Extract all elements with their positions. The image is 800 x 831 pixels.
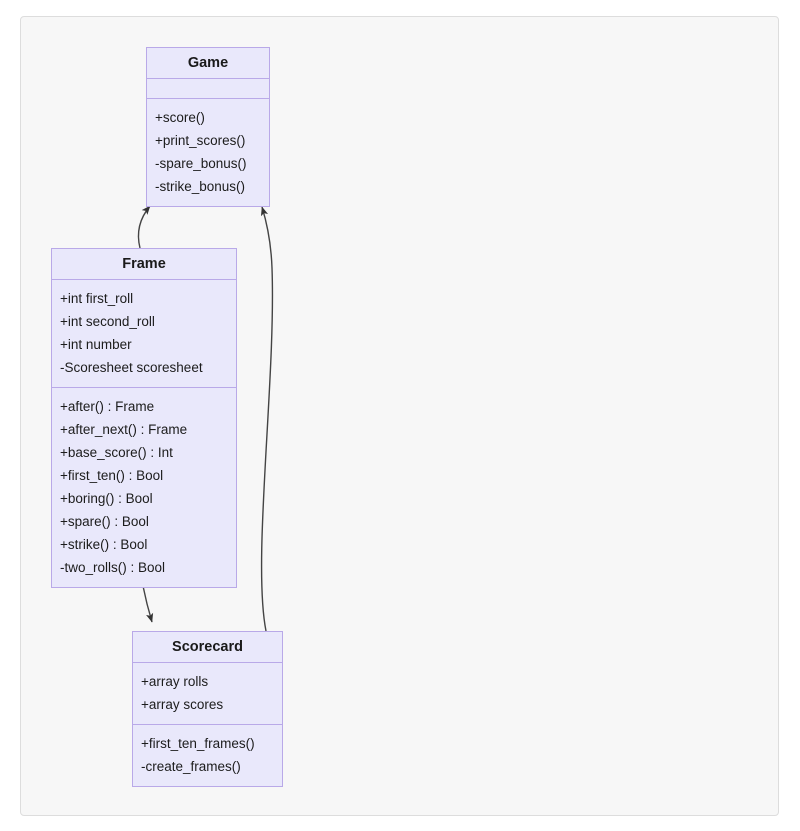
class-member: +array scores	[141, 697, 224, 712]
uml-class-frame[interactable]: Frame +int first_roll +int second_roll +…	[51, 248, 237, 588]
class-methods-scorecard: +first_ten_frames() -create_frames()	[133, 725, 282, 786]
uml-class-scorecard[interactable]: Scorecard +array rolls +array scores +fi…	[132, 631, 283, 787]
class-member: +strike() : Bool	[60, 537, 148, 552]
class-member: +int second_roll	[60, 314, 155, 329]
class-member: -two_rolls() : Bool	[60, 560, 166, 575]
class-member: +after_next() : Frame	[60, 422, 188, 437]
class-methods-frame: +after() : Frame +after_next() : Frame +…	[52, 388, 236, 587]
class-title-scorecard: Scorecard	[133, 632, 282, 663]
class-member: +print_scores()	[155, 133, 246, 148]
class-attributes-frame: +int first_roll +int second_roll +int nu…	[52, 280, 236, 388]
class-member: +base_score() : Int	[60, 445, 173, 460]
class-title-game: Game	[147, 48, 269, 79]
class-member: +first_ten() : Bool	[60, 468, 164, 483]
class-member: +int first_roll	[60, 291, 134, 306]
class-member: +int number	[60, 337, 132, 352]
class-member: +after() : Frame	[60, 399, 155, 414]
class-member: +spare() : Bool	[60, 514, 149, 529]
class-member: +first_ten_frames()	[141, 736, 255, 751]
class-attributes-scorecard: +array rolls +array scores	[133, 663, 282, 725]
class-member: +array rolls	[141, 674, 209, 689]
class-member: -create_frames()	[141, 759, 241, 774]
class-member: +score()	[155, 110, 205, 125]
class-member: +boring() : Bool	[60, 491, 153, 506]
class-title-frame: Frame	[52, 249, 236, 280]
class-methods-game: +score() +print_scores() -spare_bonus() …	[147, 99, 269, 206]
uml-class-game[interactable]: Game +score() +print_scores() -spare_bon…	[146, 47, 270, 207]
class-member: -strike_bonus()	[155, 179, 246, 194]
class-attributes-game	[147, 79, 269, 99]
class-member: -spare_bonus()	[155, 156, 247, 171]
class-member: -Scoresheet scoresheet	[60, 360, 203, 375]
